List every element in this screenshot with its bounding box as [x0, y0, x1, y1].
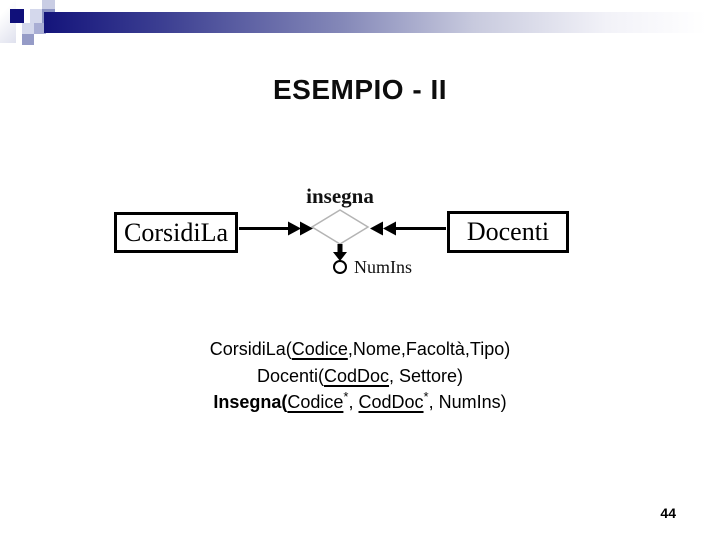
relationship-label: insegna [306, 184, 374, 208]
attribute-circle-icon [333, 260, 347, 274]
arrowhead-right-icon [300, 221, 313, 236]
entity-docenti: Docenti [447, 211, 569, 253]
foreign-key-asterisk: * [423, 389, 429, 404]
arrowhead-left-icon [370, 221, 383, 236]
foreign-key-asterisk: * [343, 389, 349, 404]
schema-text: , [348, 392, 359, 412]
entity-corsidila: CorsidiLa [114, 212, 238, 253]
deco-square [22, 34, 34, 45]
arrowhead-down-icon [333, 252, 347, 261]
schema-text: , NumIns) [428, 392, 507, 412]
slide-title: ESEMPIO - II [272, 74, 448, 105]
schema-text: , Settore) [389, 365, 464, 386]
schema-text-bold: Insegna( [213, 392, 288, 412]
deco-square [42, 0, 55, 9]
schema-key-underlined: CodDoc [358, 392, 424, 412]
schema-line-docenti: Docenti(CodDoc, Settore) [0, 363, 720, 390]
page-number: 44 [660, 505, 676, 521]
deco-square [30, 9, 42, 23]
schema-key-underlined: Codice [287, 392, 344, 412]
schema-line-insegna: Insegna(Codice*, CodDoc*, NumIns) [0, 389, 720, 416]
schema-text: ,Nome,Facoltà,Tipo) [347, 339, 511, 359]
schema-text: CorsidiLa( [209, 339, 292, 359]
schema-line-corsidila: CorsidiLa(Codice,Nome,Facoltà,Tipo) [0, 336, 720, 363]
attribute-label: NumIns [354, 257, 412, 277]
deco-square [10, 9, 24, 23]
schema-key-underlined: CodDoc [323, 365, 390, 386]
deco-square [34, 23, 46, 34]
relationship-diamond [310, 209, 370, 245]
schema-text: Docenti( [256, 365, 324, 386]
relational-schema: CorsidiLa(Codice,Nome,Facoltà,Tipo) Doce… [0, 336, 720, 416]
deco-square [22, 23, 34, 34]
schema-key-underlined: Codice [291, 339, 348, 359]
arrowhead-left-icon [383, 221, 396, 236]
arrowhead-right-icon [288, 221, 301, 236]
top-gradient-bar [44, 12, 706, 33]
